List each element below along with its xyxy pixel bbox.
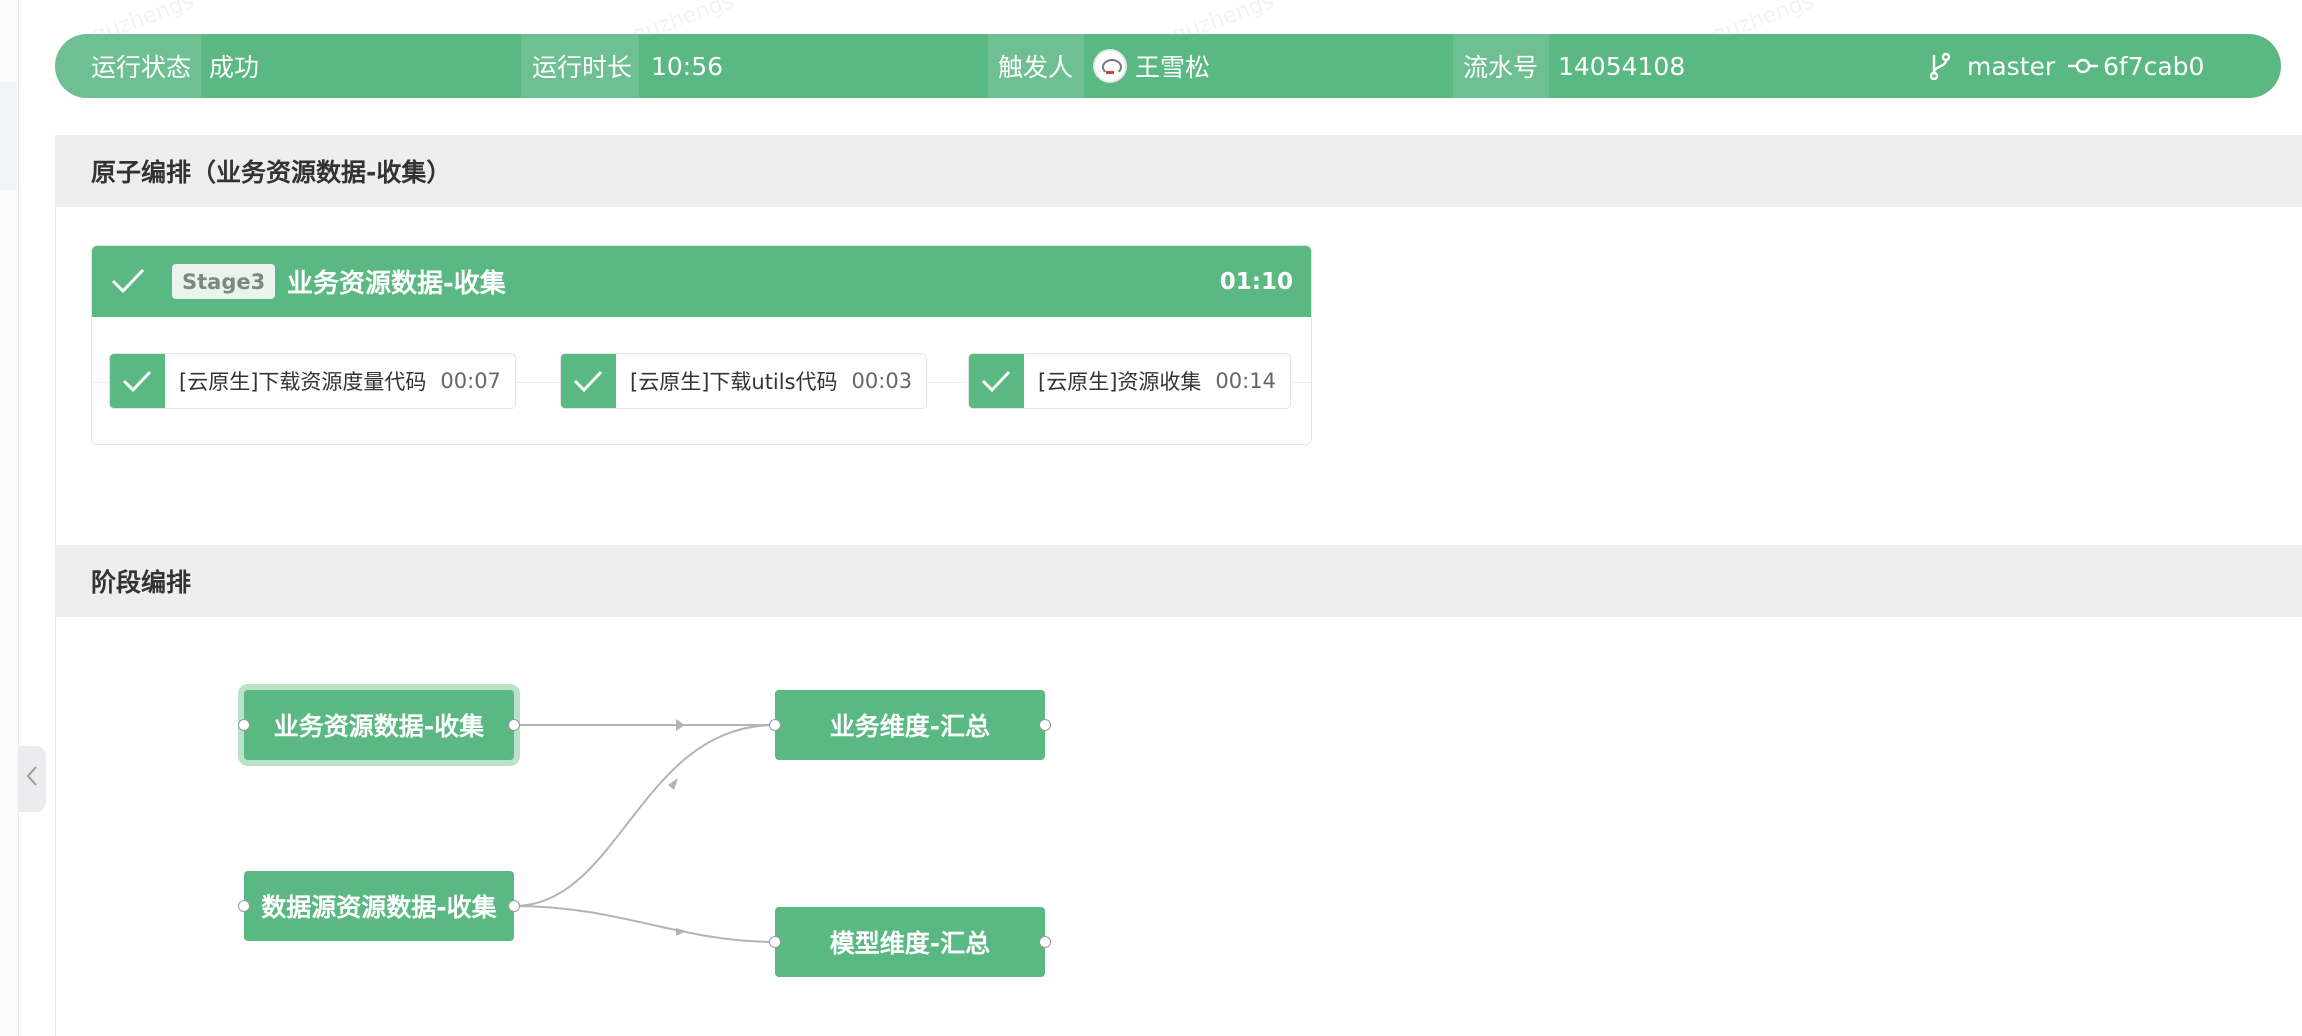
edge-arrow xyxy=(676,928,686,936)
stage-node-label: 业务资源数据-收集 xyxy=(273,712,485,741)
duration-label-bg xyxy=(521,34,639,98)
duration-label: 运行时长 xyxy=(532,53,633,82)
build-no-label-bg xyxy=(1453,34,1549,98)
check-icon xyxy=(110,266,146,300)
status-label-bg xyxy=(55,34,201,98)
node-output-port xyxy=(508,719,520,731)
check-icon xyxy=(109,354,165,408)
stage-badge: Stage3 xyxy=(172,264,276,299)
stage-node[interactable]: 业务资源数据-收集 xyxy=(238,690,520,760)
trigger-label: 触发人 xyxy=(998,53,1074,82)
stage-name: 业务资源数据-收集 xyxy=(287,269,506,299)
stage-duration: 01:10 xyxy=(1219,268,1293,295)
run-status-value: 成功 xyxy=(209,53,260,82)
build-no-value: 14054108 xyxy=(1558,51,1686,81)
edge-arrow xyxy=(668,778,678,790)
task-item[interactable]: [云原生]资源收集 00:14 xyxy=(968,353,1291,409)
branch-info[interactable]: master xyxy=(1927,34,2055,98)
task-duration: 00:03 xyxy=(851,369,913,393)
avatar xyxy=(1093,49,1127,83)
chevron-left-icon xyxy=(25,764,39,795)
stage-card: Stage3 业务资源数据-收集 01:10 [云原生]下载资源度量代码 00:… xyxy=(91,245,1312,445)
stage-node-label: 模型维度-汇总 xyxy=(829,929,991,958)
task-duration: 00:14 xyxy=(1215,369,1276,393)
stage-node[interactable]: 数据源资源数据-收集 xyxy=(238,871,520,941)
trigger-user-name: 王雪松 xyxy=(1135,53,1211,82)
commit-info[interactable]: 6f7cab0 xyxy=(2067,34,2204,98)
section-title: 原子编排（业务资源数据-收集） xyxy=(91,158,452,187)
check-icon xyxy=(561,354,616,408)
graph-edge xyxy=(513,724,776,907)
stage-node-label: 数据源资源数据-收集 xyxy=(261,893,497,922)
commit-hash: 6f7cab0 xyxy=(2103,51,2205,81)
node-input-port xyxy=(238,900,250,912)
edge-arrow xyxy=(676,719,685,731)
graph-edge xyxy=(513,905,776,943)
build-no-label: 流水号 xyxy=(1463,53,1539,82)
node-input-port xyxy=(238,719,250,731)
atom-section-header: 原子编排（业务资源数据-收集） xyxy=(55,135,2302,207)
left-sidebar-rail xyxy=(0,0,19,1036)
duration-value: 10:56 xyxy=(651,51,724,81)
node-output-port xyxy=(1039,936,1051,948)
stage-node[interactable]: 业务维度-汇总 xyxy=(769,690,1051,760)
node-output-port xyxy=(1039,719,1051,731)
check-icon xyxy=(968,354,1024,408)
task-name: [云原生]下载资源度量代码 xyxy=(179,370,427,394)
stage-node[interactable]: 模型维度-汇总 xyxy=(769,907,1051,977)
sidebar-collapse-button[interactable] xyxy=(18,746,46,812)
node-input-port xyxy=(769,719,781,731)
trigger-user[interactable]: 王雪松 xyxy=(1093,34,1210,98)
stage-node-label: 业务维度-汇总 xyxy=(829,712,991,741)
task-duration: 00:07 xyxy=(440,369,501,393)
task-item[interactable]: [云原生]下载utils代码 00:03 xyxy=(560,353,928,409)
stage-header[interactable]: Stage3 业务资源数据-收集 01:10 xyxy=(92,246,1311,317)
node-output-port xyxy=(508,900,520,912)
stage-section-body xyxy=(55,617,2302,1036)
stage-section-header: 阶段编排 xyxy=(55,545,2302,617)
git-branch-icon xyxy=(1927,52,1953,80)
task-item[interactable]: [云原生]下载资源度量代码 00:07 xyxy=(109,353,516,409)
branch-name: master xyxy=(1967,51,2056,81)
task-name: [云原生]资源收集 xyxy=(1038,370,1202,394)
git-commit-icon xyxy=(2067,56,2099,76)
node-input-port xyxy=(769,936,781,948)
sidebar-active-indicator xyxy=(0,82,17,190)
pipeline-status-bar: 运行状态 成功 运行时长 10:56 触发人 王雪松 流水号 14054108 … xyxy=(55,34,2281,98)
run-status-label: 运行状态 xyxy=(91,53,192,82)
section-title: 阶段编排 xyxy=(91,568,192,597)
trigger-label-bg xyxy=(988,34,1084,98)
task-name: [云原生]下载utils代码 xyxy=(630,370,838,394)
